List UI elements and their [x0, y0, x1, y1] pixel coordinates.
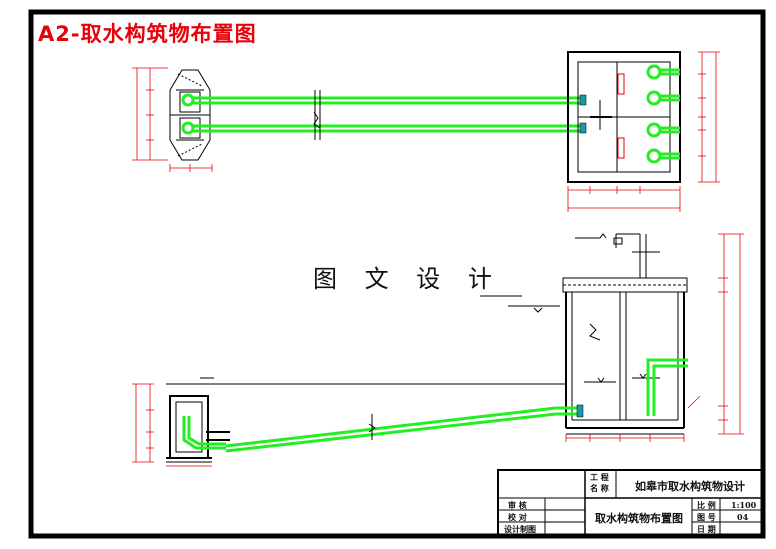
title-block-scale-value: 1:100 [731, 500, 757, 510]
title-block [497, 469, 764, 537]
title-block-sheet-value: 04 [737, 512, 749, 522]
section-intake-pipe [182, 406, 557, 453]
section-break-mark [368, 414, 376, 440]
title-block-project-label: 工 程 名 称 [590, 472, 609, 493]
title-block-drawing-name: 取水构筑物布置图 [595, 512, 683, 525]
plan-pump-well [567, 51, 681, 183]
section-intake-chamber [166, 395, 230, 463]
title-block-project-name: 如皋市取水构筑物设计 [635, 480, 745, 493]
plan-dimensions [132, 51, 720, 212]
plan-pump-suction-pipes [646, 64, 680, 164]
plan-intake-head [169, 69, 211, 161]
section-dimensions [132, 233, 744, 467]
drawing-title: A2-取水构筑物布置图 [38, 22, 257, 46]
plan-view [132, 51, 720, 212]
title-block-drafter-label: 设计制图 [504, 524, 536, 534]
title-block-check-label: 校 对 [508, 512, 527, 522]
drawing-border [28, 9, 766, 539]
title-block-review-label: 审 核 [508, 500, 527, 510]
plan-intake-pipes [181, 93, 580, 135]
section-inlet-valve [576, 404, 584, 418]
section-level-lines [166, 233, 607, 385]
title-block-sheet-label: 图 号 [697, 512, 716, 522]
section-pump-well [562, 233, 688, 435]
title-block-scale-label: 比 例 [697, 500, 716, 510]
plan-break-mark [313, 90, 321, 140]
plan-inlet-valves [579, 94, 587, 134]
section-view [132, 233, 744, 467]
title-block-date-label: 日 期 [697, 524, 716, 534]
section-pump-pipe [556, 358, 688, 416]
watermark-text: 图 文 设 计 [313, 265, 502, 293]
